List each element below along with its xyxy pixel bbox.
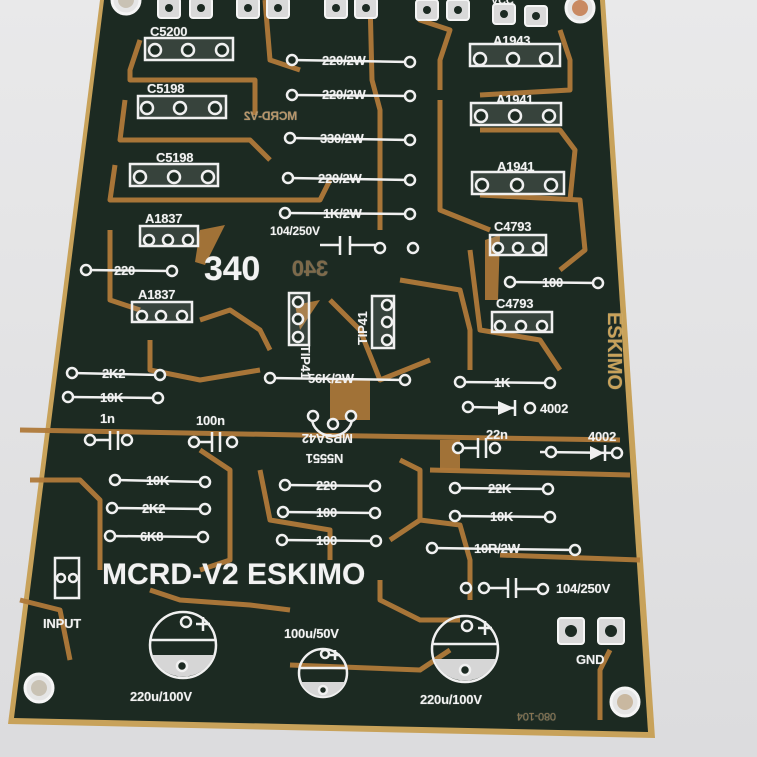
label-r-10k-2: 10K — [146, 473, 170, 488]
label-r-220-2w-3: 220/2W — [318, 171, 362, 186]
label-c-1n: 1n — [100, 411, 115, 426]
label-c-100n: 100n — [196, 413, 225, 428]
label-r-6k8: 6K8 — [140, 529, 164, 544]
label-r-10k-3: 10K — [490, 509, 514, 524]
label-r-1k: 1K — [494, 375, 511, 390]
label-r-10r-2w: 10R/2W — [474, 541, 520, 556]
label-d-4002-2: 4002 — [588, 429, 617, 444]
label-c-22n: 22n — [486, 427, 508, 442]
connector-input-label: INPUT — [43, 616, 82, 631]
mirrored-board-number: 340 — [292, 256, 329, 281]
label-q-a1943: A1943 — [493, 33, 531, 48]
diode-arrows — [498, 401, 604, 460]
mounting-holes — [23, 0, 641, 718]
label-q-n5551: N5551 — [306, 451, 344, 466]
label-r-220-2w-1: 220/2W — [322, 53, 366, 68]
label-q-a1837-2: A1837 — [138, 287, 176, 302]
label-r-220-lower: 220 — [316, 478, 338, 493]
label-d-4002-1: 4002 — [540, 401, 569, 416]
label-r-2k2-1: 2K2 — [102, 366, 126, 381]
label-c-220u-100v-2: 220u/100V — [420, 692, 482, 707]
label-q-c4793-1: C4793 — [494, 219, 532, 234]
label-q-a1941-2: A1941 — [497, 159, 535, 174]
label-r-330-2w: 330/2W — [320, 131, 364, 146]
copper-traces — [19, 0, 641, 720]
bottom-code: 080-104 — [517, 710, 556, 722]
round-pads — [55, 42, 624, 696]
label-r-100-lower-1: 100 — [316, 505, 338, 520]
board-number: 340 — [204, 250, 261, 288]
label-r-22k: 22K — [488, 481, 512, 496]
label-r-2k2-2: 2K2 — [142, 501, 166, 516]
label-q-tip41-2: TIP41 — [355, 311, 370, 345]
cap-marks — [150, 617, 498, 670]
label-r-100: 100 — [542, 275, 564, 290]
label-q-mpsa42: MPSA42 — [302, 431, 353, 446]
label-q-c4793-2: C4793 — [496, 296, 534, 311]
label-q-a1941-1: A1941 — [496, 92, 534, 107]
mirrored-model-text: MCRD-V2 — [244, 109, 298, 123]
label-c-104-250v-out: 104/250V — [556, 581, 611, 596]
label-r-10k-1: 10K — [100, 390, 124, 405]
label-r-100-lower-2: 100 — [316, 533, 338, 548]
label-c-104-250v: 104/250V — [270, 224, 320, 238]
connector-gnd-label: GND — [576, 652, 605, 667]
label-q-c5198-2: C5198 — [156, 150, 194, 165]
label-r-220-2w-2: 220/2W — [322, 87, 366, 102]
label-q-c5198-1: C5198 — [147, 81, 185, 96]
side-label-eskimo: ESKIMO — [603, 312, 625, 390]
component-leads — [67, 58, 621, 598]
label-q-a1837-1: A1837 — [145, 211, 183, 226]
label-r-220: 220 — [114, 263, 136, 278]
pad-holes — [165, 4, 617, 637]
label-c-100u-50v: 100u/50V — [284, 626, 339, 641]
label-r-1k-2w: 1K/2W — [323, 206, 362, 221]
header-vcc-label: VCC — [491, 0, 514, 7]
label-q-c5200: C5200 — [150, 24, 188, 39]
label-r-56k-2w: 56K/2W — [308, 371, 354, 386]
label-c-220u-100v-1: 220u/100V — [130, 689, 192, 704]
board-title: MCRD-V2 ESKIMO — [102, 558, 366, 591]
